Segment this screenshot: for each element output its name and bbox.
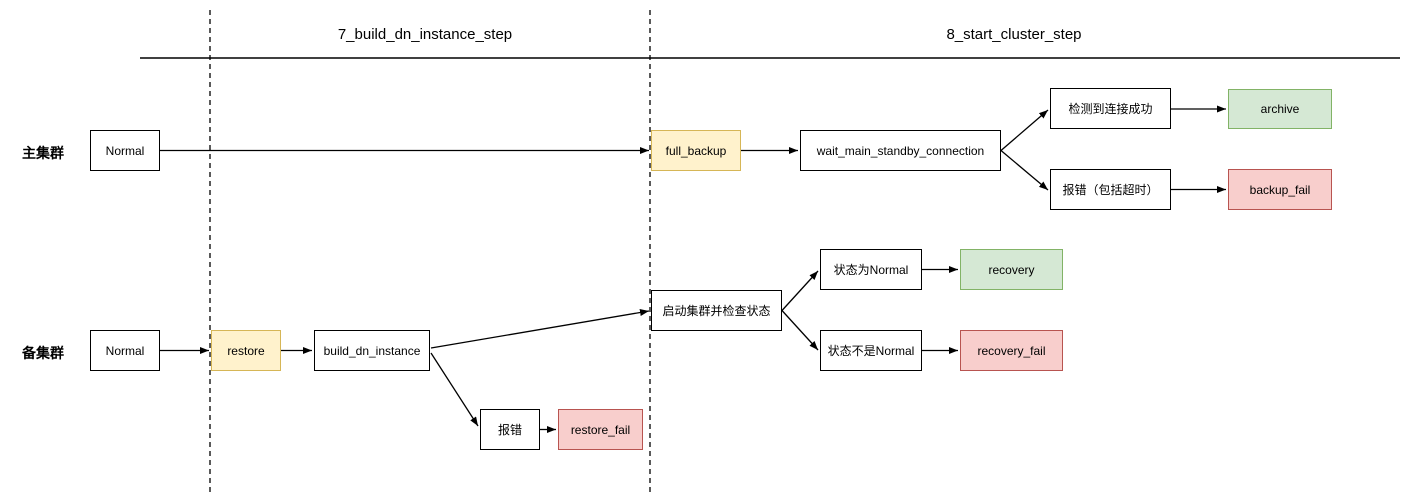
node-recovery-fail: recovery_fail xyxy=(960,330,1063,371)
arrow-startcheck-to-status-not-normal xyxy=(781,310,819,351)
node-status-is-normal: 状态为Normal xyxy=(820,249,922,290)
phase-header-start-cluster-step: 8_start_cluster_step xyxy=(946,26,1082,43)
node-start-cluster-and-check: 启动集群并检查状态 xyxy=(651,290,782,331)
phase-header-build-dn-instance-step: 7_build_dn_instance_step xyxy=(337,26,513,43)
node-restore: restore xyxy=(211,330,281,371)
node-archive: archive xyxy=(1228,89,1332,129)
lane-label-standby-cluster: 备集群 xyxy=(22,345,64,361)
arrow-builddn-to-startcheck xyxy=(430,309,650,349)
arrow-builddn-to-error xyxy=(430,352,479,427)
lane-label-main-cluster: 主集群 xyxy=(22,145,64,161)
node-status-not-normal: 状态不是Normal xyxy=(820,330,922,371)
node-full-backup: full_backup xyxy=(651,130,741,171)
node-error: 报错 xyxy=(480,409,540,450)
node-recovery: recovery xyxy=(960,249,1063,290)
node-restore-fail: restore_fail xyxy=(558,409,643,450)
node-wait-main-standby-connection: wait_main_standby_connection xyxy=(800,130,1001,171)
arrow-wait-to-error-timeout xyxy=(1000,150,1049,191)
node-main-normal: Normal xyxy=(90,130,160,171)
arrow-startcheck-to-status-normal xyxy=(781,270,819,311)
node-backup-fail: backup_fail xyxy=(1228,169,1332,210)
node-standby-normal: Normal xyxy=(90,330,160,371)
node-connection-detected: 检测到连接成功 xyxy=(1050,88,1171,129)
arrow-wait-to-connection-detected xyxy=(1000,109,1049,151)
node-build-dn-instance: build_dn_instance xyxy=(314,330,430,371)
node-error-with-timeout: 报错（包括超时） xyxy=(1050,169,1171,210)
